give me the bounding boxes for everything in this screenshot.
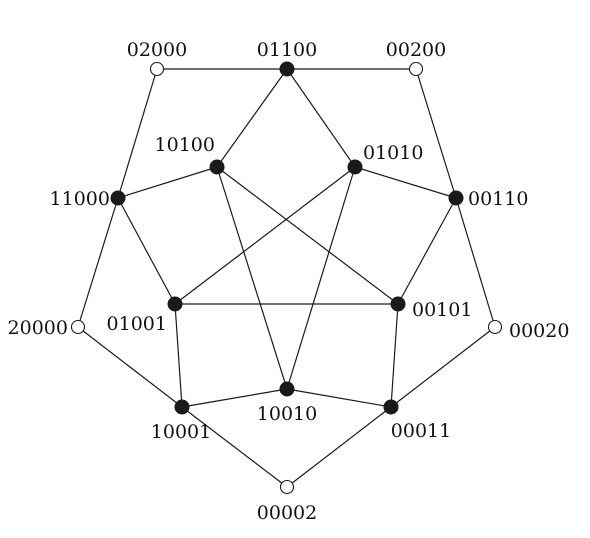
edge-10100-00101 (216, 166, 399, 305)
node-label-00200: 00200 (386, 39, 446, 61)
node-10010 (279, 381, 295, 397)
node-label-10001: 10001 (151, 421, 211, 443)
edge-00110-00101 (397, 197, 457, 305)
edge-01010-10010 (286, 166, 356, 390)
edge-10010-00011 (286, 388, 392, 408)
node-label-00020: 00020 (509, 320, 569, 342)
node-00011 (383, 399, 399, 415)
labels-layer: 02000 01100 00200 10100 01010 11000 00110 01001… (8, 39, 570, 524)
edge-00011-00002 (286, 406, 392, 488)
edge-00101-00011 (390, 303, 399, 408)
node-01001 (167, 296, 183, 312)
node-label-10100: 10100 (155, 134, 215, 156)
edges-layer (77, 68, 496, 488)
node-label-11000: 11000 (50, 188, 110, 210)
edge-01100-01010 (286, 68, 356, 168)
edge-02000-11000 (117, 68, 158, 199)
node-label-00002: 00002 (257, 502, 317, 524)
node-00020 (487, 319, 503, 335)
node-00002 (279, 479, 295, 495)
edge-11000-10100 (117, 166, 218, 199)
node-label-01100: 01100 (257, 39, 317, 61)
node-00110 (448, 190, 464, 206)
node-20000 (70, 319, 86, 335)
edge-10100-10010 (216, 166, 288, 390)
edge-10001-10010 (181, 388, 288, 408)
node-label-00011: 00011 (391, 420, 451, 442)
edge-10001-00002 (181, 406, 288, 488)
edge-00110-00020 (455, 197, 496, 328)
node-00200 (408, 61, 424, 77)
edge-11000-20000 (77, 197, 119, 328)
node-label-00101: 00101 (412, 299, 472, 321)
node-01010 (347, 159, 363, 175)
edge-01100-10100 (216, 68, 288, 168)
node-00101 (390, 296, 406, 312)
nodes-layer (70, 61, 503, 495)
edge-01001-10001 (174, 303, 183, 408)
node-01100 (279, 61, 295, 77)
node-11000 (110, 190, 126, 206)
node-02000 (149, 61, 165, 77)
edge-20000-10001 (77, 326, 183, 408)
node-label-20000: 20000 (8, 317, 68, 339)
node-label-02000: 02000 (127, 39, 187, 61)
edge-11000-01001 (117, 197, 176, 305)
node-10001 (174, 399, 190, 415)
edge-00200-00110 (415, 68, 457, 199)
edge-01010-00110 (354, 166, 457, 199)
node-label-10010: 10010 (257, 403, 317, 425)
node-label-01010: 01010 (363, 142, 423, 164)
edge-00020-00011 (390, 326, 496, 408)
edge-01010-01001 (174, 166, 356, 305)
node-label-01001: 01001 (107, 313, 167, 335)
node-10100 (209, 159, 225, 175)
node-label-00110: 00110 (468, 188, 528, 210)
